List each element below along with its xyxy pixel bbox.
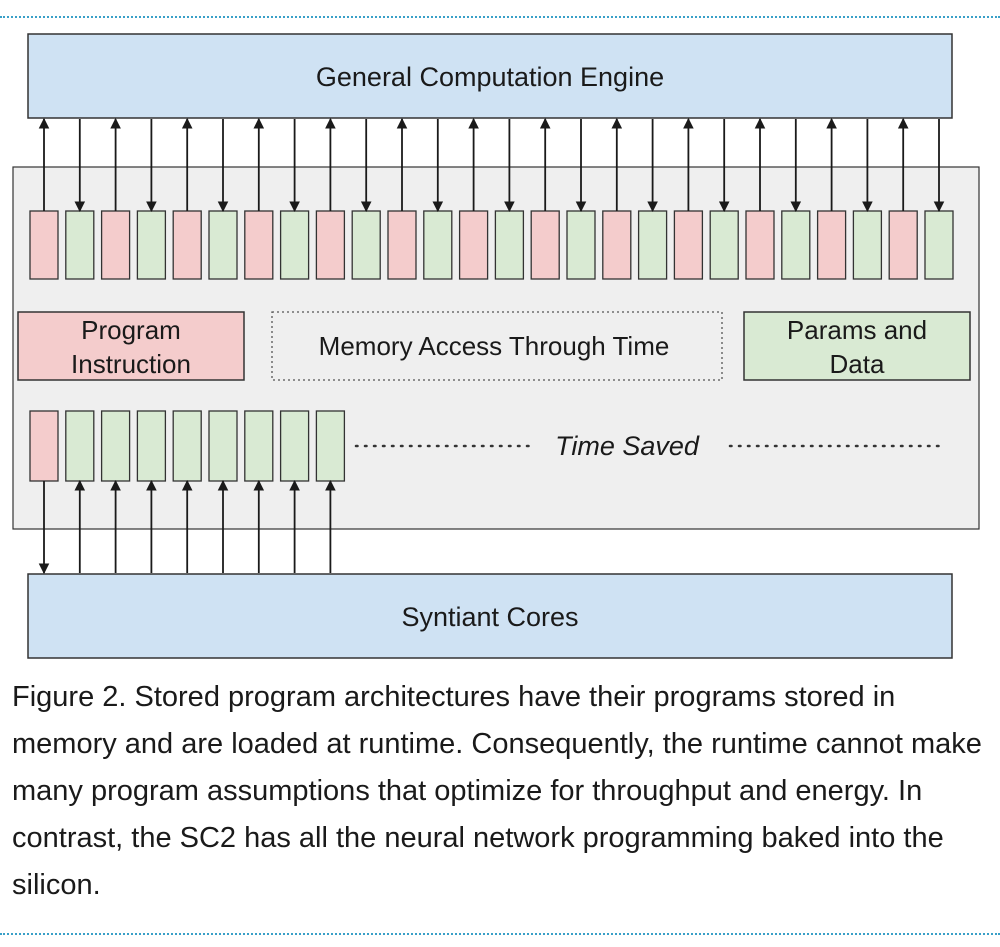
time-saved-label: Time Saved [555,431,700,461]
params-data-cell [136,210,167,280]
program-instruction-cell [387,210,417,280]
params-data-cell [315,410,346,482]
params-data-cell [279,210,310,280]
params-data-legend-box [743,311,971,381]
program-instruction-cell [29,410,59,482]
program-instruction-cell [673,210,704,280]
general-computation-engine-label: General Computation Engine [316,62,664,92]
syntiant-cores-block [27,573,953,659]
program-instruction-cell [602,210,632,280]
program-instruction-cell [888,210,918,280]
params-data-cell [172,410,202,482]
program-instruction-cell [745,210,775,280]
params-data-cell [136,410,167,482]
program-instruction-cell [458,210,489,280]
general-computation-engine-block [27,33,953,119]
memory-access-legend-box [271,311,723,381]
params-data-cell [494,210,525,280]
top-divider [0,16,1000,18]
params-data-cell [244,410,274,482]
params-data-cell [100,410,131,482]
program-instruction-cell [315,210,346,280]
params-data-cell [637,210,668,280]
program-instruction-legend-line1: Program [81,315,181,345]
params-data-cell [279,410,310,482]
params-data-cell [351,210,381,280]
memory-access-legend-label: Memory Access Through Time [319,331,670,361]
params-data-cell [423,210,453,280]
top-arrows [38,117,945,213]
program-instruction-legend-box [17,311,245,381]
program-instruction-cell [530,210,560,280]
params-data-cell [208,210,238,280]
params-data-cell [566,210,596,280]
bottom-divider [0,933,1000,935]
params-data-cell [65,210,95,280]
program-instruction-cell [172,210,202,280]
params-data-legend-line2: Data [830,349,885,379]
program-instruction-cell [816,210,847,280]
params-data-cell [709,210,739,280]
program-instruction-cell [244,210,274,280]
top-memory-sequence [29,210,954,280]
program-instruction-legend-line2: Instruction [71,349,191,379]
params-data-cell [924,210,954,280]
bottom-arrows [38,479,336,575]
bottom-memory-sequence [29,410,346,482]
params-data-cell [781,210,811,280]
params-data-legend-line1: Params and [787,315,927,345]
params-data-cell [852,210,883,280]
params-data-cell [65,410,95,482]
program-instruction-cell [29,210,59,280]
program-instruction-cell [100,210,131,280]
syntiant-cores-label: Syntiant Cores [401,602,578,632]
figure-caption: Figure 2. Stored program architectures h… [12,681,982,901]
architecture-diagram: General Computation Engine Syntiant Core… [12,33,980,659]
params-data-cell [208,410,238,482]
